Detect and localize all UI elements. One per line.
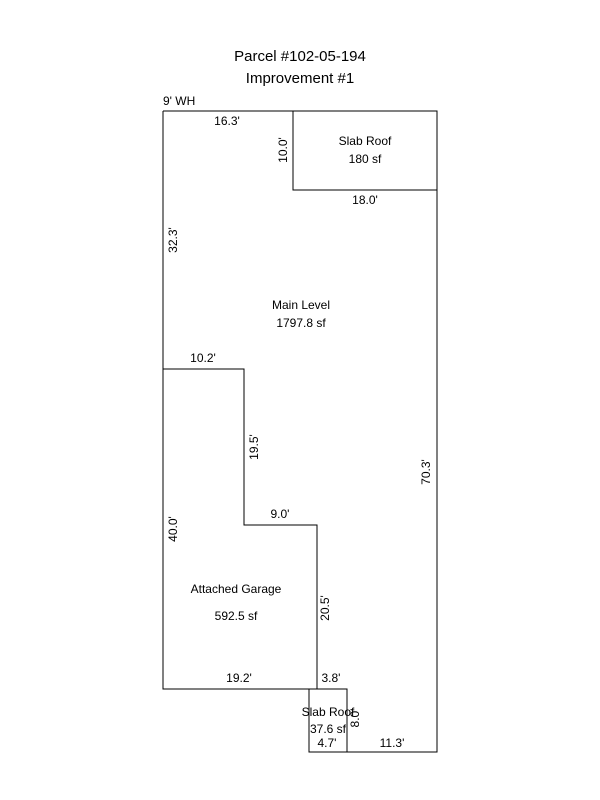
- garage-name: Attached Garage: [191, 582, 282, 596]
- dim-small-top: 3.8': [322, 671, 341, 685]
- dim-small-bottom: 4.7': [318, 736, 337, 750]
- dim-step-top: 9.0': [271, 507, 290, 521]
- main-level-outline: [163, 110, 438, 753]
- slab-roof-top-name: Slab Roof: [339, 134, 392, 148]
- dim-notch-side: 19.5': [247, 434, 261, 460]
- dim-garage-bottom: 19.2': [226, 671, 252, 685]
- dim-top-left: 16.3': [214, 114, 240, 128]
- main-level-name: Main Level: [272, 298, 330, 312]
- dim-slab-height: 10.0': [276, 137, 290, 163]
- slab-roof-bottom-name: Slab Roof: [302, 705, 355, 719]
- slab-roof-top-area: 180 sf: [349, 152, 382, 166]
- slab-roof-bottom-outline: [308, 688, 348, 753]
- dim-notch-top: 10.2': [190, 351, 216, 365]
- wall-height-note: 9' WH: [163, 94, 195, 108]
- parcel-title: Parcel #102-05-194: [234, 48, 366, 65]
- slab-roof-bottom-area: 37.6 sf: [310, 722, 347, 736]
- dim-garage-side: 20.5': [318, 595, 332, 621]
- improvement-title: Improvement #1: [245, 70, 355, 87]
- dim-small-side: 8.0': [348, 709, 362, 728]
- dim-right-side: 70.3': [419, 459, 433, 485]
- dim-left-upper: 32.3': [166, 227, 180, 253]
- garage-outline: [162, 368, 318, 690]
- slab-roof-top-outline: [292, 111, 437, 191]
- dim-bottom-right: 11.3': [380, 736, 405, 750]
- main-level-area: 1797.8 sf: [276, 316, 326, 330]
- dim-slab-width: 18.0': [352, 193, 378, 207]
- garage-area: 592.5 sf: [215, 609, 258, 623]
- dim-left-lower: 40.0': [166, 516, 180, 542]
